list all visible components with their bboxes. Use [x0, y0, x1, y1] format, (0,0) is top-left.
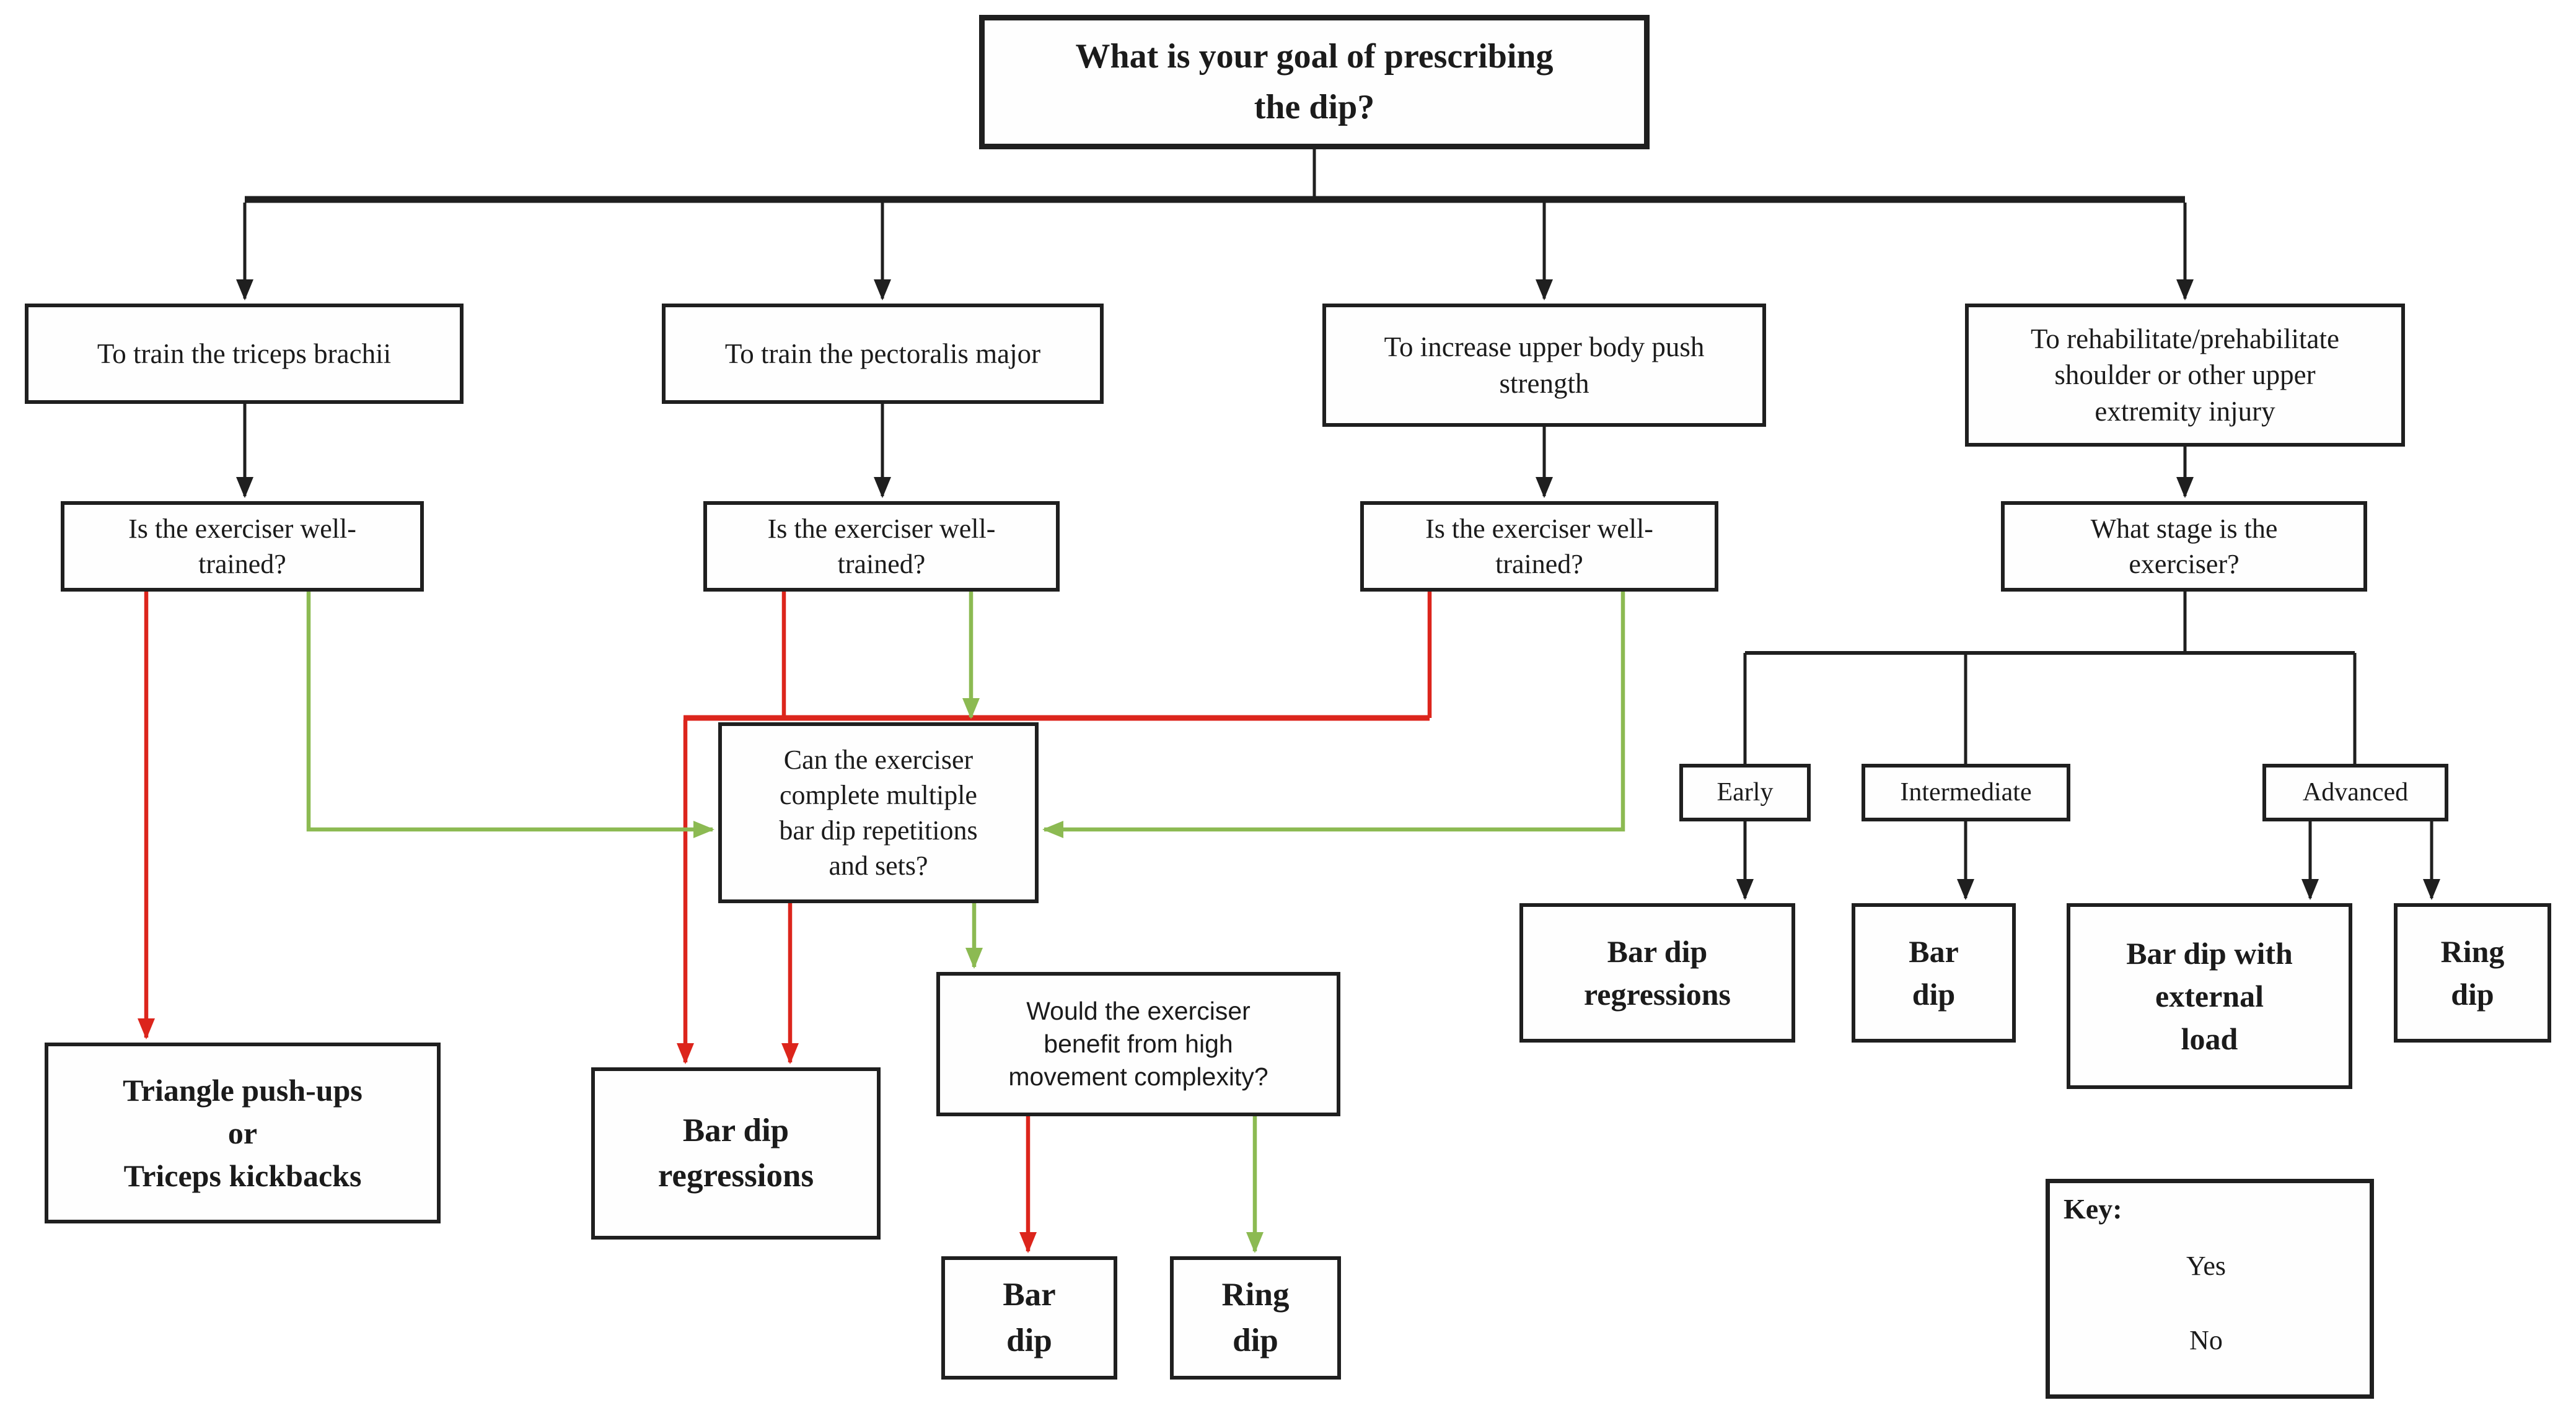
key-title: Key: [2064, 1193, 2122, 1225]
node-label: To rehabilitate/prehabilitate shoulder o… [2031, 323, 2339, 427]
node-label: To increase upper body push strength [1384, 331, 1705, 399]
node-goal-push-strength: To increase upper body push strength [1322, 304, 1766, 427]
node-question-complexity: Would the exerciser benefit from high mo… [936, 972, 1340, 1116]
node-question-can-complete: Can the exerciser complete multiple bar … [718, 722, 1039, 903]
node-outcome-triangle-pushups: Triangle push-ups or Triceps kickbacks [45, 1043, 441, 1223]
node-label: Early [1717, 778, 1774, 807]
node-outcome-bar-dip-right: Bar dip [1852, 903, 2016, 1043]
key-legend [2046, 1179, 2374, 1399]
node-label: What stage is the exerciser? [2090, 513, 2278, 579]
node-label: Bar dip regressions [1583, 934, 1731, 1012]
node-outcome-bar-dip-external-load: Bar dip with external load [2067, 903, 2352, 1089]
node-label: To train the pectoralis major [724, 338, 1041, 369]
node-label: Bar dip [1003, 1277, 1056, 1358]
node-root-question: What is your goal of prescribing the dip… [979, 15, 1650, 149]
node-question-stage: What stage is the exerciser? [2001, 501, 2367, 592]
node-label: To train the triceps brachii [97, 338, 392, 369]
node-stage-intermediate: Intermediate [1862, 764, 2070, 821]
node-question-well-trained-triceps: Is the exerciser well- trained? [61, 501, 424, 592]
node-label: Bar dip regressions [657, 1112, 814, 1194]
node-label: Is the exerciser well- trained? [1425, 513, 1653, 579]
edge-triceps-yes-can [306, 592, 714, 838]
node-stage-advanced: Advanced [2262, 764, 2448, 821]
node-label: Can the exerciser complete multiple bar … [779, 744, 978, 881]
key-yes-label: Yes [2186, 1251, 2227, 1281]
node-label: Triangle push-ups or Triceps kickbacks [123, 1072, 363, 1193]
node-label: What is your goal of prescribing the dip… [1075, 37, 1554, 126]
node-goal-pectoralis: To train the pectoralis major [662, 304, 1104, 404]
node-label: Intermediate [1900, 778, 2032, 807]
node-label: Is the exerciser well- trained? [767, 513, 996, 579]
node-label: Is the exerciser well- trained? [128, 513, 356, 579]
node-outcome-bar-dip-regressions-mid: Bar dip regressions [591, 1067, 881, 1240]
node-stage-early: Early [1679, 764, 1811, 821]
node-label: Ring dip [1221, 1277, 1290, 1358]
node-label: Bar dip with external load [2126, 935, 2293, 1056]
edge-push-yes-can [1042, 592, 1625, 838]
node-label: Advanced [2302, 778, 2409, 807]
node-outcome-bar-dip-regressions-right: Bar dip regressions [1519, 903, 1795, 1043]
key-no-label: No [2189, 1325, 2223, 1355]
node-label: Ring dip [2440, 934, 2505, 1012]
node-goal-triceps: To train the triceps brachii [25, 304, 464, 404]
node-label: Bar dip [1909, 934, 1959, 1012]
node-outcome-ring-dip-mid: Ring dip [1170, 1256, 1341, 1380]
node-outcome-ring-dip-right: Ring dip [2394, 903, 2551, 1043]
node-question-well-trained-push: Is the exerciser well- trained? [1360, 501, 1718, 592]
node-label: Would the exerciser benefit from high mo… [1008, 996, 1268, 1091]
node-outcome-bar-dip-mid: Bar dip [941, 1256, 1117, 1380]
node-question-well-trained-pectoralis: Is the exerciser well- trained? [703, 501, 1060, 592]
node-goal-rehab: To rehabilitate/prehabilitate shoulder o… [1965, 304, 2405, 447]
